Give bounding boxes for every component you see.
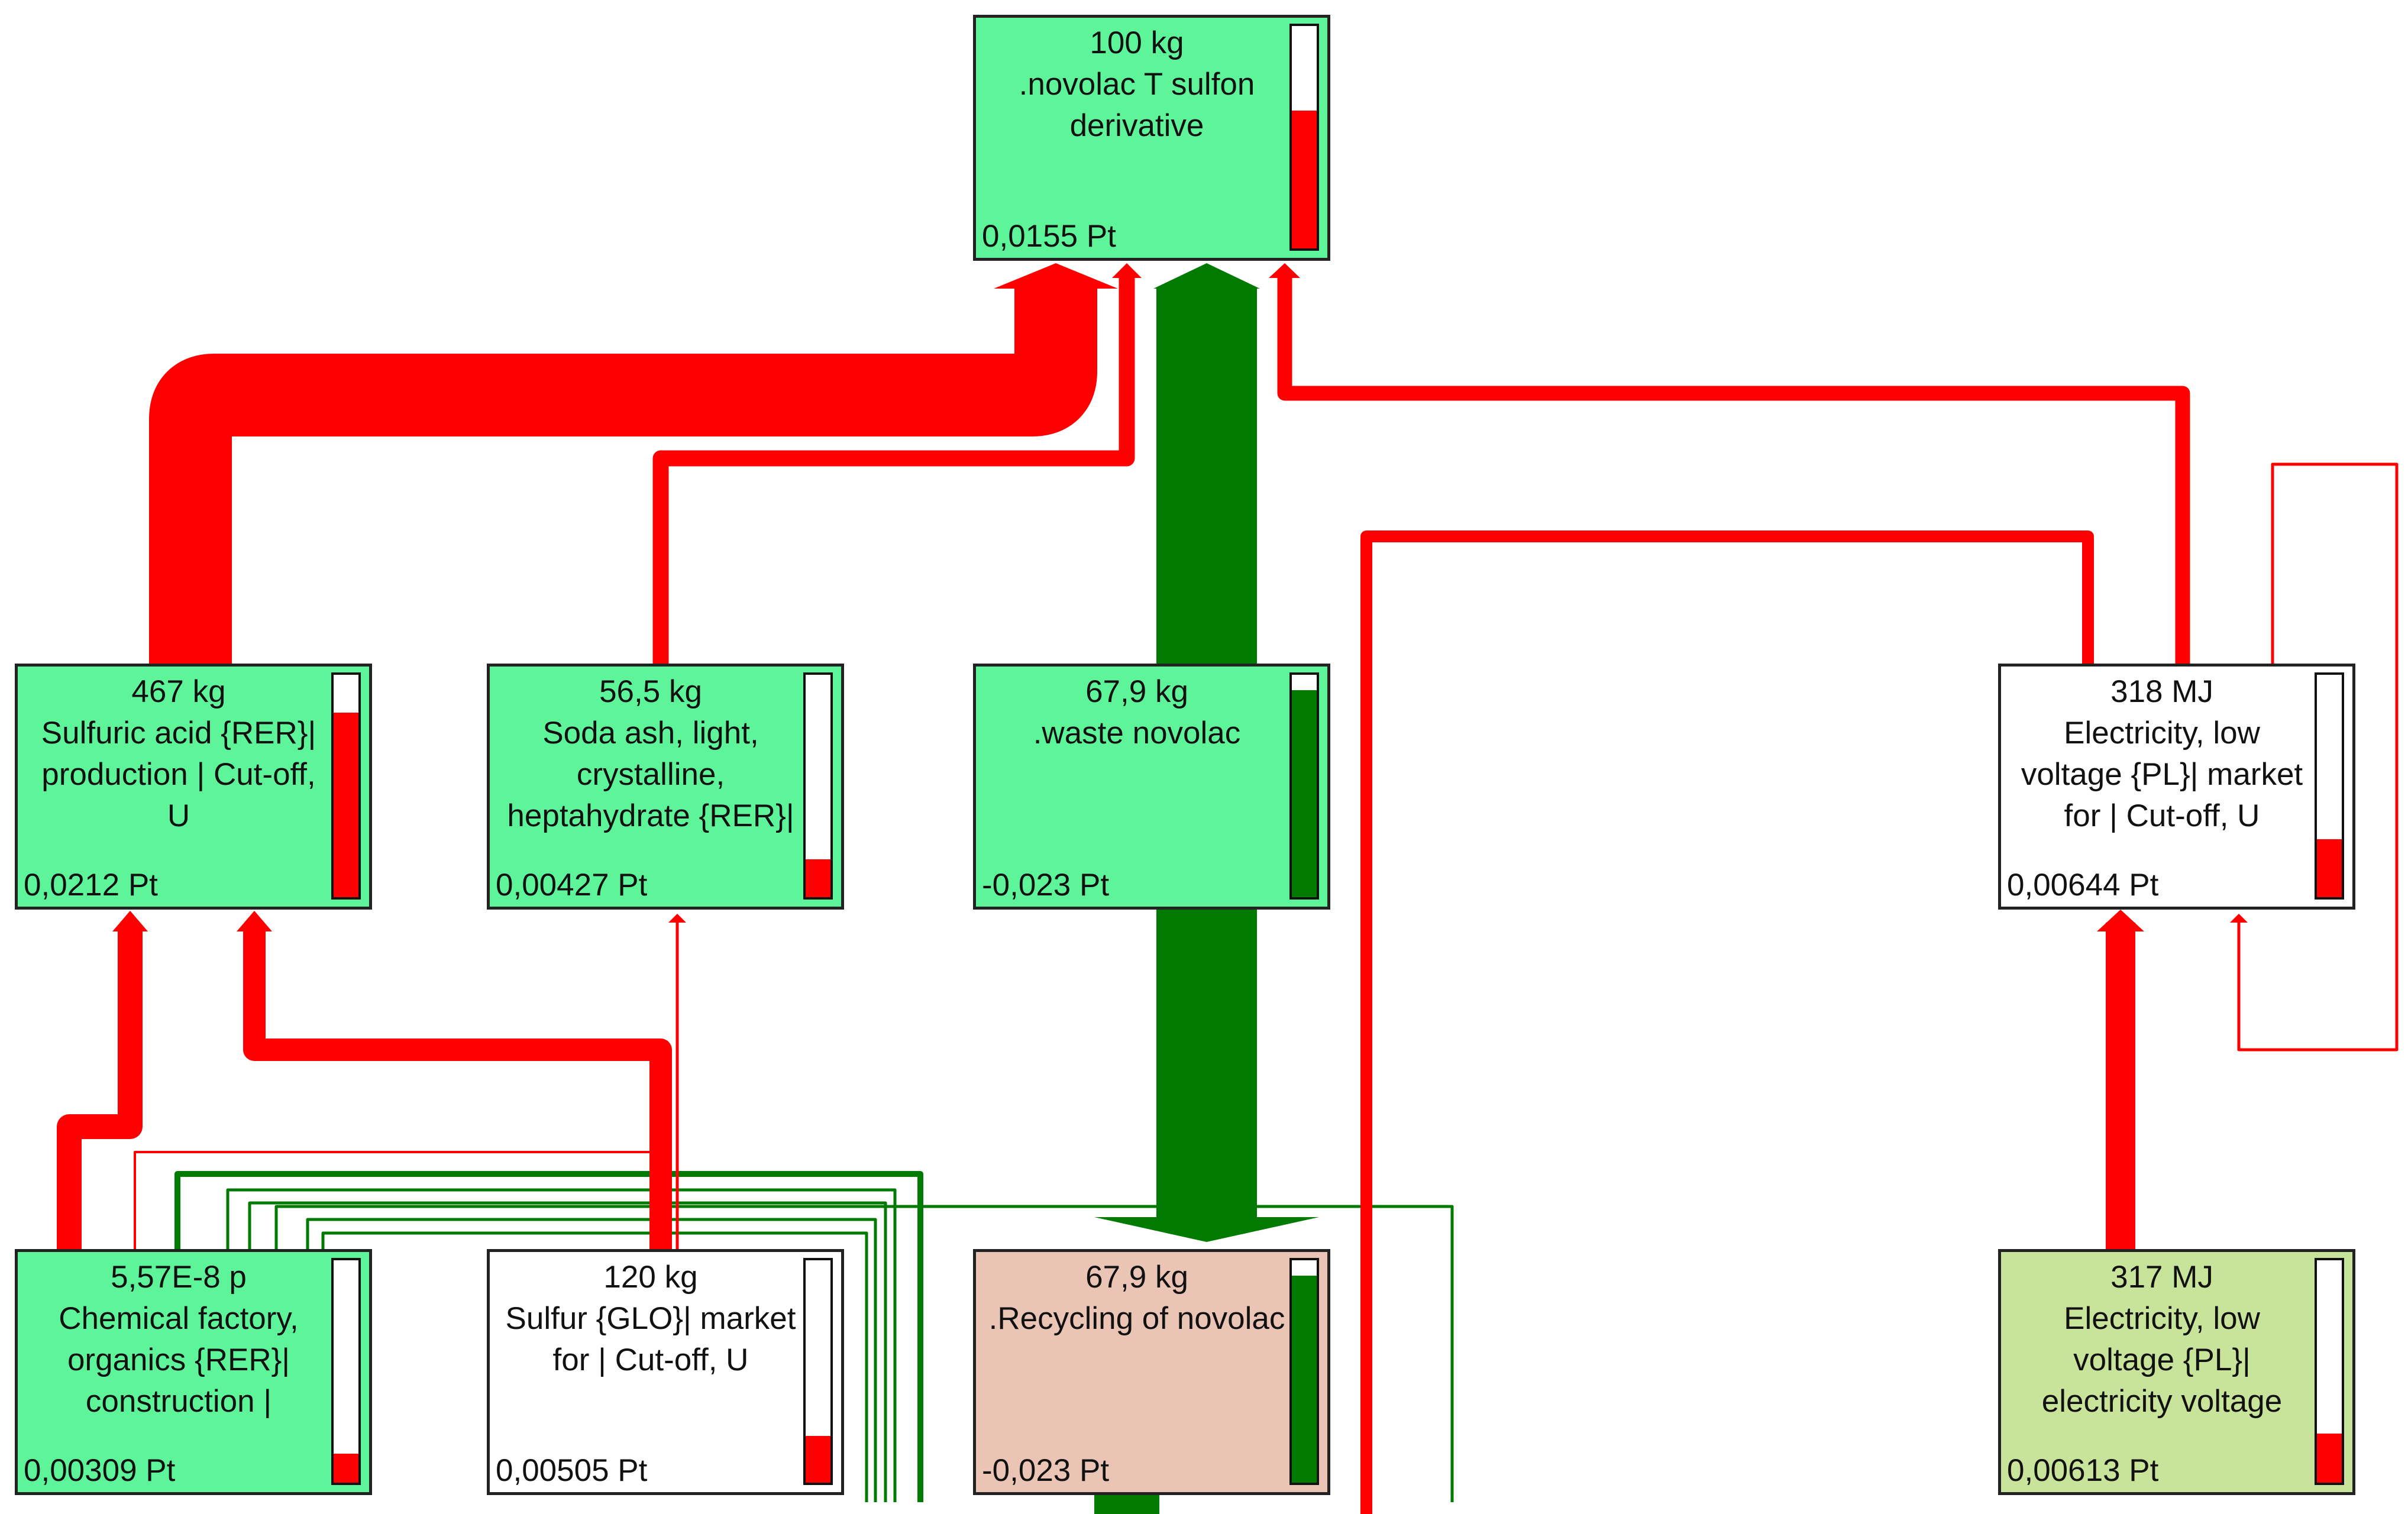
impact-gauge <box>1289 1258 1319 1485</box>
impact-gauge <box>803 672 833 900</box>
flow-link <box>57 931 143 1249</box>
node-title: 120 kg Sulfur {GLO}| market for | Cut-of… <box>505 1260 796 1377</box>
impact-gauge <box>1289 672 1319 900</box>
impact-gauge <box>2315 672 2344 900</box>
flow-arrowhead <box>1094 1217 1319 1242</box>
node-score: 0,00644 Pt <box>2007 868 2159 902</box>
node-score: -0,023 Pt <box>982 868 1110 902</box>
flow-arrowhead <box>668 914 686 923</box>
flow-arrowhead <box>2097 910 2144 931</box>
node-score: 0,00613 Pt <box>2007 1453 2159 1488</box>
impact-gauge-fill <box>334 1454 358 1483</box>
process-node-sulfur-market[interactable]: 120 kg Sulfur {GLO}| market for | Cut-of… <box>487 1249 844 1495</box>
process-node-recycling-novolac[interactable]: 67,9 kg .Recycling of novolac -0,023 Pt <box>973 1249 1330 1495</box>
impact-gauge-fill <box>1292 690 1317 897</box>
impact-gauge-fill <box>806 859 830 897</box>
node-title: 67,9 kg .Recycling of novolac <box>988 1260 1285 1336</box>
impact-gauge-fill <box>334 712 358 897</box>
impact-gauge <box>2315 1258 2344 1485</box>
flow-link <box>274 1205 1454 1502</box>
flow-link <box>652 278 1135 664</box>
node-score: 0,0212 Pt <box>24 868 158 902</box>
impact-gauge <box>1289 24 1319 251</box>
node-score: 0,0155 Pt <box>982 219 1116 254</box>
node-title: 67,9 kg .waste novolac <box>1033 674 1241 750</box>
flow-link <box>2237 462 2399 1052</box>
flow-arrowhead <box>1269 263 1300 278</box>
flow-arrowhead <box>1112 263 1142 278</box>
process-node-electricity-market[interactable]: 318 MJ Electricity, low voltage {PL}| ma… <box>1998 664 2355 910</box>
flow-arrowhead <box>2230 914 2248 923</box>
process-node-electricity-voltage[interactable]: 317 MJ Electricity, low voltage {PL}| el… <box>1998 1249 2355 1495</box>
flow-link <box>1277 278 2190 664</box>
flow-link <box>321 1231 868 1502</box>
flow-arrowhead <box>112 911 148 931</box>
node-title: 56,5 kg Soda ash, light, crystalline, he… <box>507 674 794 833</box>
process-node-chemical-factory[interactable]: 5,57E-8 p Chemical factory, organics {RE… <box>15 1249 372 1495</box>
process-node-waste-novolac[interactable]: 67,9 kg .waste novolac -0,023 Pt <box>973 664 1330 910</box>
process-node-novolac[interactable]: 100 kg .novolac T sulfon derivative 0,01… <box>973 15 1330 261</box>
flow-arrowhead <box>1153 263 1260 289</box>
node-title: 317 MJ Electricity, low voltage {PL}| el… <box>2041 1260 2283 1419</box>
flow-link <box>243 931 672 1249</box>
process-node-soda-ash[interactable]: 56,5 kg Soda ash, light, crystalline, he… <box>487 664 844 910</box>
node-score: 0,00505 Pt <box>496 1453 648 1488</box>
impact-gauge-fill <box>2317 839 2342 897</box>
flow-link <box>248 1201 887 1502</box>
impact-gauge-fill <box>806 1436 830 1483</box>
impact-gauge-fill <box>1292 1276 1317 1483</box>
flow-link <box>149 289 1097 664</box>
node-title: 318 MJ Electricity, low voltage {PL}| ma… <box>2021 674 2303 833</box>
flow-link <box>306 1218 877 1502</box>
impact-gauge <box>331 1258 361 1485</box>
impact-gauge <box>331 672 361 900</box>
node-title: 5,57E-8 p Chemical factory, organics {RE… <box>59 1260 299 1419</box>
flow-link <box>1360 530 2094 1514</box>
impact-gauge-fill <box>2317 1434 2342 1483</box>
node-title: 100 kg .novolac T sulfon derivative <box>1019 25 1255 143</box>
flow-arrowhead <box>237 911 272 931</box>
flow-arrowhead <box>994 263 1118 289</box>
flow-link <box>174 1171 923 1502</box>
impact-gauge <box>803 1258 833 1485</box>
node-score: 0,00427 Pt <box>496 868 648 902</box>
flow-link <box>226 1188 897 1502</box>
node-title: 467 kg Sulfuric acid {RER}| production |… <box>41 674 316 833</box>
impact-gauge-fill <box>1292 110 1317 248</box>
node-score: 0,00309 Pt <box>24 1453 176 1488</box>
node-score: -0,023 Pt <box>982 1453 1110 1488</box>
process-node-sulfuric-acid[interactable]: 467 kg Sulfuric acid {RER}| production |… <box>15 664 372 910</box>
